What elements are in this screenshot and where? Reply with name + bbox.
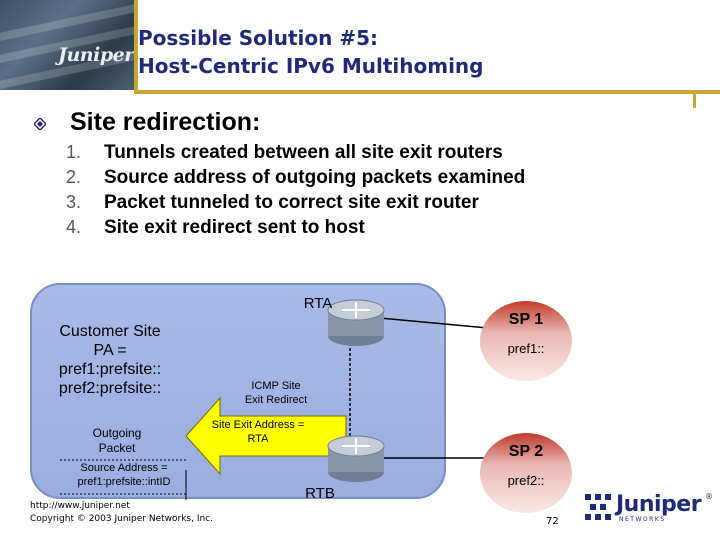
rta-label: RTA [303,295,333,312]
site-exit-address-line: Site Exit Address = [211,419,305,431]
icmp-line: ICMP Site [251,380,301,392]
list-item: 1. Tunnels created between all site exit… [66,140,525,165]
outgoing-packet-text: Outgoing Packet [72,426,162,456]
juniper-wordmark: Juniper [616,492,702,517]
outgoing-packet-line: Packet [98,441,136,455]
header-logo-photo: Juniper [0,0,135,90]
diamond-bullet-icon [34,118,46,130]
footer-copyright: Copyright © 2003 Juniper Networks, Inc. [30,514,213,524]
router-rtb-icon [327,435,385,482]
list-item-number: 2. [66,167,82,187]
source-address-text: Source Address = pref1:prefsite::intID [58,461,190,489]
juniper-logo: Juniper NETWORKS ® [583,492,715,526]
icmp-line: Exit Redirect [244,394,308,406]
title-accent-vertical [134,0,138,90]
customer-site-line: pref2:prefsite:: [58,380,162,397]
outgoing-packet-line: Outgoing [92,426,142,440]
source-address-line: Source Address = [80,462,168,474]
site-exit-address-text: Site Exit Address = RTA [196,418,320,446]
list-item-number: 3. [66,192,82,212]
site-exit-address-line: RTA [247,433,269,445]
list-item: 3. Packet tunneled to correct site exit … [66,190,525,215]
numbered-list: 1. Tunnels created between all site exit… [66,140,525,240]
subheading: Site redirection: [70,108,261,136]
list-item-text: Tunnels created between all site exit ro… [104,141,503,163]
service-provider-sp1: SP 1 pref1:: [480,301,572,381]
title-accent-tick [693,94,696,108]
customer-site-line: Customer Site [59,323,161,340]
customer-site-text: Customer Site PA = pref1:prefsite:: pref… [30,322,190,398]
list-item-text: Site exit redirect sent to host [104,216,365,238]
redirect-arrow-icon [185,396,347,476]
sp2-prefix: pref2:: [507,473,545,488]
page-number: 72 [546,516,559,527]
header-logo-word: Juniper [58,44,134,66]
list-item-text: Source address of outgoing packets exami… [104,166,526,188]
footer-url[interactable]: http://www.juniper.net [30,501,130,511]
list-item: 2. Source address of outgoing packets ex… [66,165,525,190]
slide-title-line1: Possible Solution #5: [138,26,379,50]
list-item-number: 4. [66,217,82,237]
list-item: 4. Site exit redirect sent to host [66,215,525,240]
source-address-line: pref1:prefsite::intID [77,476,171,488]
rta-sp1-link [379,317,489,329]
list-item-number: 1. [66,142,82,162]
icmp-redirect-text: ICMP Site Exit Redirect [226,379,326,407]
router-rta-icon [327,299,385,346]
title-accent-horizontal [134,90,720,94]
list-item-text: Packet tunneled to correct site exit rou… [104,191,479,213]
juniper-mark-icon [583,492,613,522]
rtb-label: RTB [305,485,335,502]
slide-title-line2: Host-Centric IPv6 Multihoming [138,54,484,78]
registered-mark: ® [705,492,713,501]
sp1-prefix: pref1:: [507,341,545,356]
customer-site-line: pref1:prefsite:: [58,361,162,378]
sp2-title: SP 2 [508,443,544,460]
sp1-title: SP 1 [508,311,544,328]
service-provider-sp2: SP 2 pref2:: [480,433,572,513]
footer: http://www.juniper.net Copyright © 2003 … [30,500,213,526]
customer-site-line: PA = [93,342,127,359]
slide-title: Possible Solution #5: Host-Centric IPv6 … [138,24,483,80]
juniper-sub: NETWORKS [619,516,666,523]
